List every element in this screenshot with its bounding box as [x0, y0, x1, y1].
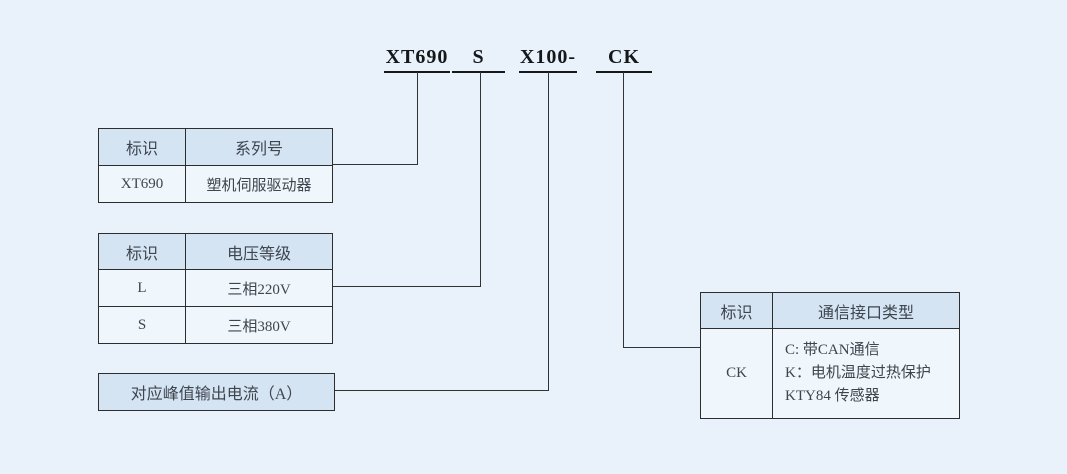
comm-desc-line-ktp: K：电机温度过热保护 [785, 365, 931, 381]
comm-table-header-id: 标识 [700, 292, 773, 329]
comm-table-header-type: 通信接口类型 [772, 292, 960, 329]
series-table: 标识 系列号 XT690 塑机伺服驱动器 [98, 128, 333, 203]
series-code-cell: XT690 [98, 165, 186, 203]
comm-code-cell: CK [700, 328, 773, 419]
connector-series-horizontal [332, 164, 418, 165]
table-row: L 三相220V [98, 269, 333, 307]
peak-current-label-box: 对应峰值输出电流（A） [98, 373, 335, 411]
comm-table: 标识 通信接口类型 CK C: 带CAN通信 K：电机温度过热保护 KTY84 … [700, 292, 960, 419]
voltage-desc-cell-380: 三相380V [185, 306, 333, 344]
model-segment-series: XT690 [384, 45, 450, 73]
connector-current-vertical [548, 72, 549, 391]
table-row: CK C: 带CAN通信 K：电机温度过热保护 KTY84 传感器 [700, 328, 960, 419]
voltage-code-cell-L: L [98, 269, 186, 307]
connector-current-horizontal [333, 390, 549, 391]
voltage-table-header-level: 电压等级 [185, 233, 333, 270]
series-table-header-name: 系列号 [185, 128, 333, 166]
table-row: XT690 塑机伺服驱动器 [98, 165, 333, 203]
table-row: S 三相380V [98, 306, 333, 344]
comm-desc-cell: C: 带CAN通信 K：电机温度过热保护 KTY84 传感器 [772, 328, 960, 419]
series-table-header-row: 标识 系列号 [98, 128, 333, 166]
voltage-table-header-row: 标识 电压等级 [98, 233, 333, 270]
comm-desc-line-can: C: 带CAN通信 [785, 342, 880, 358]
voltage-code-cell-S: S [98, 306, 186, 344]
connector-comm-vertical [623, 72, 624, 348]
model-segment-voltage: S [452, 45, 505, 73]
series-desc-cell: 塑机伺服驱动器 [185, 165, 333, 203]
connector-series-vertical [417, 72, 418, 165]
comm-table-header-row: 标识 通信接口类型 [700, 292, 960, 329]
model-segment-current: X100- [519, 45, 577, 73]
connector-comm-horizontal [623, 347, 700, 348]
series-table-header-id: 标识 [98, 128, 186, 166]
connector-voltage-horizontal [333, 286, 481, 287]
comm-desc-line-kty84: KTY84 传感器 [785, 388, 880, 404]
voltage-table-header-id: 标识 [98, 233, 186, 270]
voltage-desc-cell-220: 三相220V [185, 269, 333, 307]
voltage-table: 标识 电压等级 L 三相220V S 三相380V [98, 233, 333, 344]
model-segment-comm: CK [596, 45, 652, 73]
connector-voltage-vertical [480, 72, 481, 287]
